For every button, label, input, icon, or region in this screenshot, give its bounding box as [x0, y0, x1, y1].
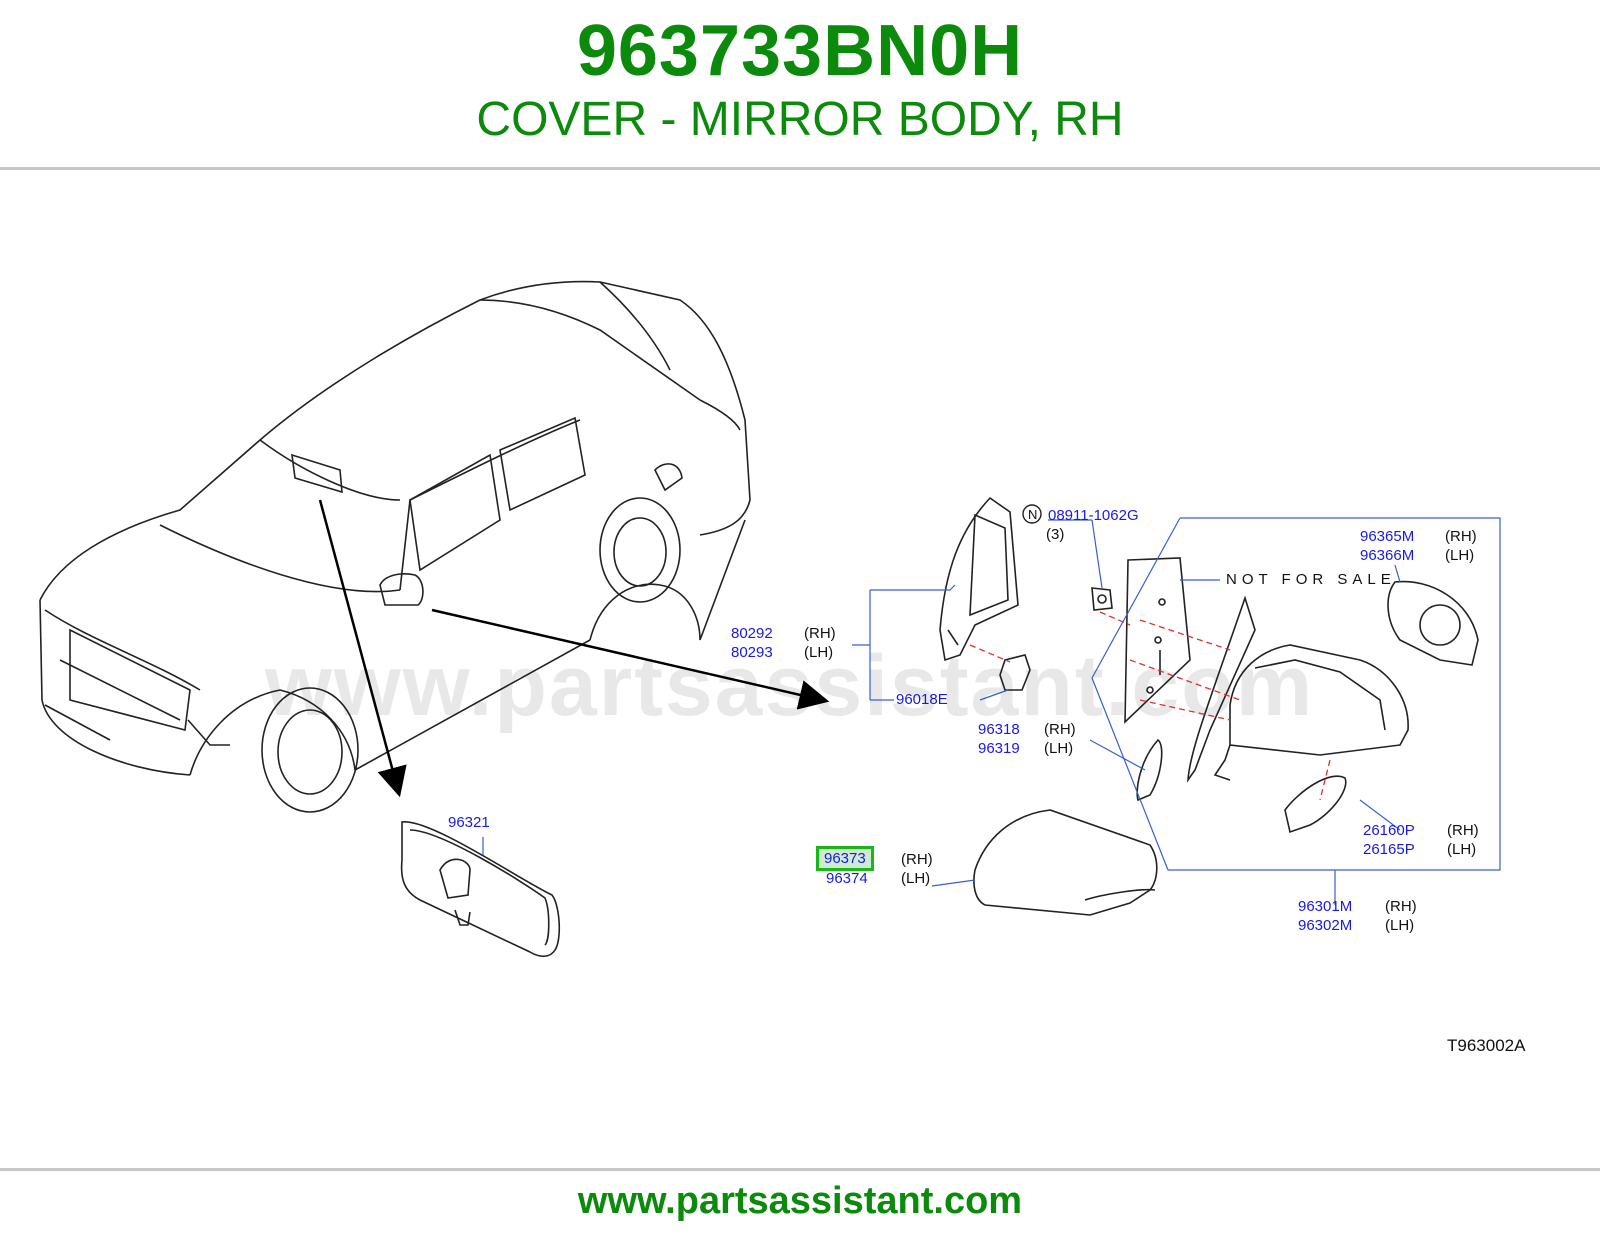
side-96366m: (LH)	[1445, 547, 1475, 564]
n-symbol-circle	[1022, 504, 1042, 524]
diagram-drawing	[39, 280, 1501, 958]
mirror-housing-drawing	[1187, 595, 1409, 783]
leader-lines	[482, 517, 1501, 905]
watermark: www.partsassistant.com	[265, 638, 1315, 734]
footer-divider	[0, 1168, 1600, 1171]
n-symbol: N	[1028, 507, 1038, 522]
explode-lines	[969, 611, 1331, 801]
side-80293: (LH)	[804, 644, 834, 661]
car-illustration	[39, 280, 751, 813]
callout-96365m[interactable]: 96365M	[1360, 528, 1415, 545]
side-26160p: (RH)	[1447, 822, 1479, 839]
callout-26165p[interactable]: 26165P	[1363, 841, 1415, 858]
side-80292: (RH)	[804, 625, 836, 642]
mirror-cover-drawing	[973, 809, 1158, 916]
drawing-code: T963002A	[1447, 1036, 1526, 1055]
inner-mirror-drawing	[400, 821, 561, 958]
side-96318: (RH)	[1044, 721, 1076, 738]
callout-26160p[interactable]: 26160P	[1363, 822, 1415, 839]
arrow-to-door-mirror	[431, 608, 830, 710]
callout-96318[interactable]: 96318	[978, 721, 1020, 738]
side-96365m: (RH)	[1445, 528, 1477, 545]
header: 963733BN0H COVER - MIRROR BODY, RH	[0, 0, 1600, 168]
footer-site-link[interactable]: www.partsassistant.com	[577, 1180, 1023, 1222]
connector-drawing	[999, 654, 1031, 691]
side-96373: (RH)	[901, 851, 933, 868]
side-96301m: (RH)	[1385, 898, 1417, 915]
callout-96366m[interactable]: 96366M	[1360, 547, 1415, 564]
nut-drawing	[1091, 587, 1113, 611]
gasket-drawing	[1136, 738, 1163, 802]
callout-96302m[interactable]: 96302M	[1298, 917, 1353, 934]
parts-diagram: www.partsassistant.com	[0, 170, 1600, 1166]
side-26165p: (LH)	[1447, 841, 1477, 858]
side-96319: (LH)	[1044, 740, 1074, 757]
callout-80293[interactable]: 80293	[731, 644, 773, 661]
callout-96321[interactable]: 96321	[448, 814, 490, 831]
side-96374: (LH)	[901, 870, 931, 887]
callout-96374[interactable]: 96374	[826, 870, 868, 887]
part-description: COVER - MIRROR BODY, RH	[476, 93, 1124, 146]
callout-08911-1062g[interactable]: 08911-1062G	[1048, 507, 1139, 524]
mirror-actuator-drawing	[1387, 580, 1479, 666]
qty-08911: (3)	[1046, 526, 1065, 543]
arrow-to-inner-mirror	[318, 499, 407, 798]
not-for-sale-note: NOT FOR SALE	[1226, 571, 1396, 588]
callout-96373-highlighted[interactable]: 96373	[816, 846, 874, 871]
callout-96301m[interactable]: 96301M	[1298, 898, 1353, 915]
part-number-title: 963733BN0H	[576, 11, 1024, 91]
side-96302m: (LH)	[1385, 917, 1415, 934]
mirror-glass-drawing	[1124, 557, 1191, 724]
callout-96018e[interactable]: 96018E	[896, 691, 948, 708]
callout-96319[interactable]: 96319	[978, 740, 1020, 757]
mirror-base-drawing	[939, 496, 1019, 662]
callout-80292[interactable]: 80292	[731, 625, 773, 642]
turn-signal-drawing	[1284, 775, 1347, 834]
header-divider	[0, 167, 1600, 170]
